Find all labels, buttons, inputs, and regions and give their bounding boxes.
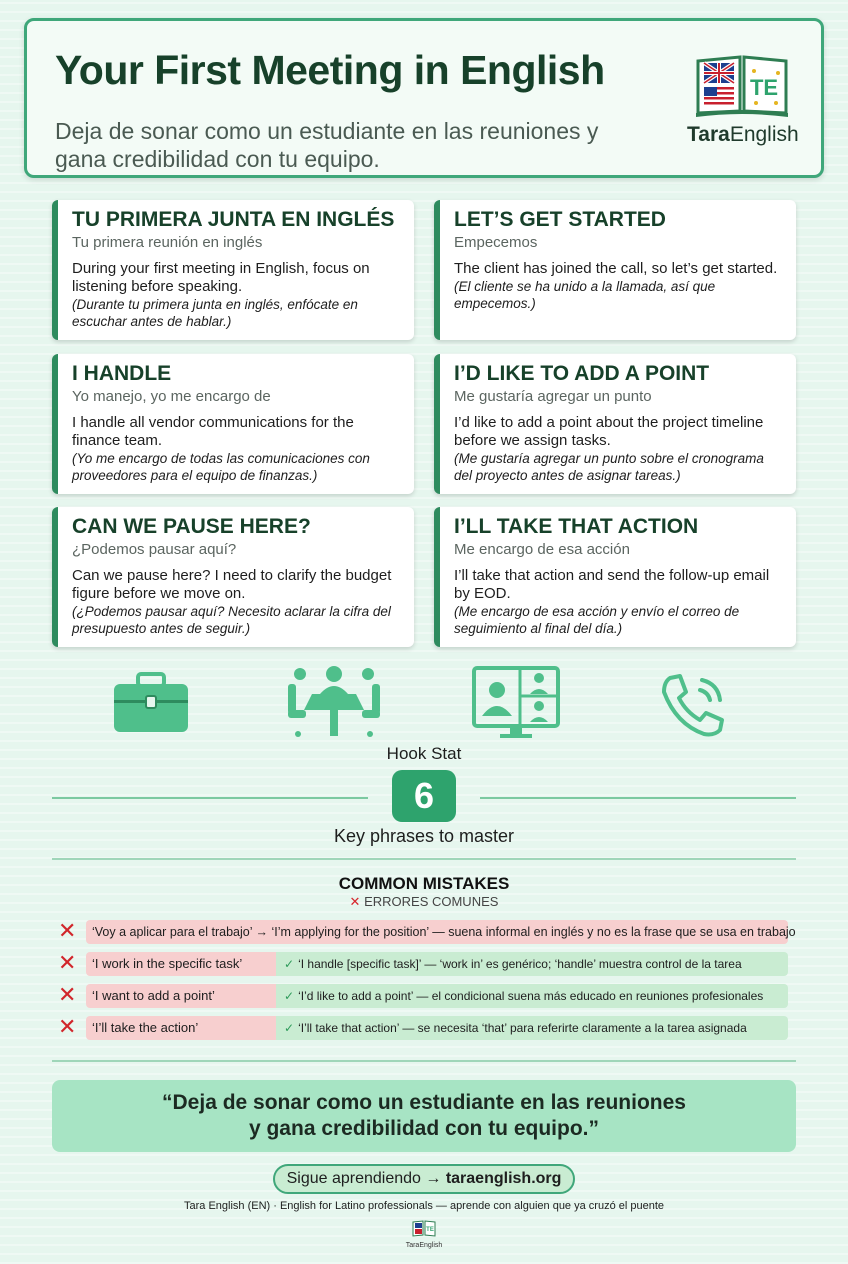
x-mark-icon: ✕ [58, 982, 77, 1007]
x-mark-icon: ✕ [58, 918, 77, 943]
phrase-card: I’LL TAKE THAT ACTION Me encargo de esa … [434, 507, 796, 647]
mistake-wrong: ‘Voy a aplicar para el trabajo’ → ‘I’m a… [86, 920, 796, 944]
divider-line [480, 797, 796, 799]
quote-line: y gana credibilidad con tu equipo.” [248, 1117, 600, 1140]
briefcase-icon [114, 672, 188, 732]
website-cta-button[interactable]: Sigue aprendiendo → taraenglish.org [273, 1164, 575, 1194]
mistake-wrong: ‘I want to add a point’ [86, 984, 276, 1008]
mistake-row: ✕ ‘I’ll take the action’ ✓‘I’ll take tha… [58, 1014, 792, 1040]
logo-badge-text: TE [750, 75, 778, 100]
svg-text:TE: TE [426, 1227, 434, 1233]
x-mark-icon: ✕ [58, 1014, 77, 1039]
phrase-translation: Empecemos [454, 234, 538, 251]
x-mark-icon: ✕ [58, 950, 77, 975]
check-icon: ✓ [284, 1021, 295, 1035]
example-english: I’ll take that action and send the follo… [454, 567, 770, 602]
phrase-card: LET’S GET STARTED Empecemos The client h… [434, 200, 796, 340]
phrase-title: I’D LIKE TO ADD A POINT [454, 362, 710, 385]
meeting-table-icon [288, 666, 380, 737]
phone-icon [662, 674, 724, 737]
example-spanish: (Durante tu primera junta en inglés, enf… [72, 297, 358, 329]
phrase-title: CAN WE PAUSE HERE? [72, 515, 311, 538]
example-spanish: (Me gustaría agregar un punto sobre el c… [454, 451, 764, 483]
quote-line: “Deja de sonar como un estudiante en las… [162, 1091, 686, 1114]
example-english: Can we pause here? I need to clarify the… [72, 567, 392, 602]
phrase-card: I HANDLE Yo manejo, yo me encargo de I h… [52, 354, 414, 494]
phrase-title: LET’S GET STARTED [454, 208, 666, 231]
phrase-title: TU PRIMERA JUNTA EN INGLÉS [72, 208, 395, 231]
example-english: The client has joined the call, so let’s… [454, 260, 778, 277]
check-icon: ✓ [284, 957, 295, 971]
mistake-row: ✕ ‘Voy a aplicar para el trabajo’ → ‘I’m… [58, 918, 796, 944]
footer-brand: TaraEnglish [405, 1242, 443, 1249]
mistakes-subtitle: ✕ ERRORES COMUNES [349, 894, 499, 909]
mistake-wrong: ‘I’ll take the action’ [86, 1016, 276, 1040]
phrase-translation: Tu primera reunión en inglés [72, 234, 263, 251]
mistake-correct: ✓‘I’ll take that action’ — se necesita ‘… [276, 1016, 788, 1040]
mistake-correct: ✓‘I handle [specific task]’ — ‘work in’ … [276, 952, 788, 976]
hook-stat-caption: Key phrases to master [333, 826, 515, 846]
phrase-translation: Yo manejo, yo me encargo de [72, 388, 271, 405]
mistake-correct: ✓‘I’d like to add a point’ — el condicio… [276, 984, 788, 1008]
tara-english-logo: TE TaraEnglish [687, 49, 799, 147]
footer-logo: TE TaraEnglish [404, 1219, 444, 1249]
mistakes-title: COMMON MISTAKES [338, 874, 510, 893]
brand-name: TaraEnglish [687, 123, 799, 146]
check-icon: ✓ [284, 989, 295, 1003]
example-english: I handle all vendor communications for t… [72, 414, 354, 449]
example-spanish: (Yo me encargo de todas las comunicacion… [72, 451, 370, 483]
example-spanish: (Me encargo de esa acción y envío el cor… [454, 604, 740, 636]
closing-quote: “Deja de sonar como un estudiante en las… [52, 1080, 796, 1152]
mistake-row: ✕ ‘I work in the specific task’ ✓‘I hand… [58, 950, 792, 976]
footer-text: Tara English (EN) · English for Latino p… [184, 1200, 664, 1212]
hook-stat-value: 6 [392, 770, 456, 822]
website-link[interactable]: taraenglish.org [445, 1170, 562, 1187]
phrase-card: I’D LIKE TO ADD A POINT Me gustaría agre… [434, 354, 796, 494]
cta-prefix: Sigue aprendiendo → [286, 1170, 442, 1187]
example-spanish: (¿Podemos pausar aquí? Necesito aclarar … [72, 604, 391, 636]
page-title: Your First Meeting in English [55, 47, 605, 93]
mistake-row: ✕ ‘I want to add a point’ ✓‘I’d like to … [58, 982, 792, 1008]
phrase-title: I HANDLE [72, 362, 172, 385]
phrase-card: CAN WE PAUSE HERE? ¿Podemos pausar aquí?… [52, 507, 414, 647]
icon-row [0, 664, 848, 744]
phrase-translation: Me encargo de esa acción [454, 541, 630, 558]
phrase-translation: Me gustaría agregar un punto [454, 388, 652, 405]
open-book-flags-icon: TE [412, 1220, 436, 1237]
x-mark-icon: ✕ [349, 894, 361, 909]
section-divider [52, 1060, 796, 1062]
example-english: I’d like to add a point about the projec… [454, 414, 764, 449]
divider-line [52, 797, 368, 799]
phrase-card: TU PRIMERA JUNTA EN INGLÉS Tu primera re… [52, 200, 414, 340]
section-divider [52, 858, 796, 860]
page-subtitle: Deja de sonar como un estudiante en las … [55, 118, 599, 172]
header-panel: Your First Meeting in English Deja de so… [24, 18, 824, 178]
phrase-translation: ¿Podemos pausar aquí? [72, 541, 237, 558]
hook-stat-label: Hook Stat [386, 744, 462, 763]
example-english: During your first meeting in English, fo… [72, 260, 370, 295]
open-book-flags-icon: TE [696, 55, 788, 117]
phrase-title: I’LL TAKE THAT ACTION [454, 515, 699, 538]
video-call-icon [472, 666, 560, 738]
mistake-wrong: ‘I work in the specific task’ [86, 952, 276, 976]
example-spanish: (El cliente se ha unido a la llamada, as… [454, 279, 716, 311]
